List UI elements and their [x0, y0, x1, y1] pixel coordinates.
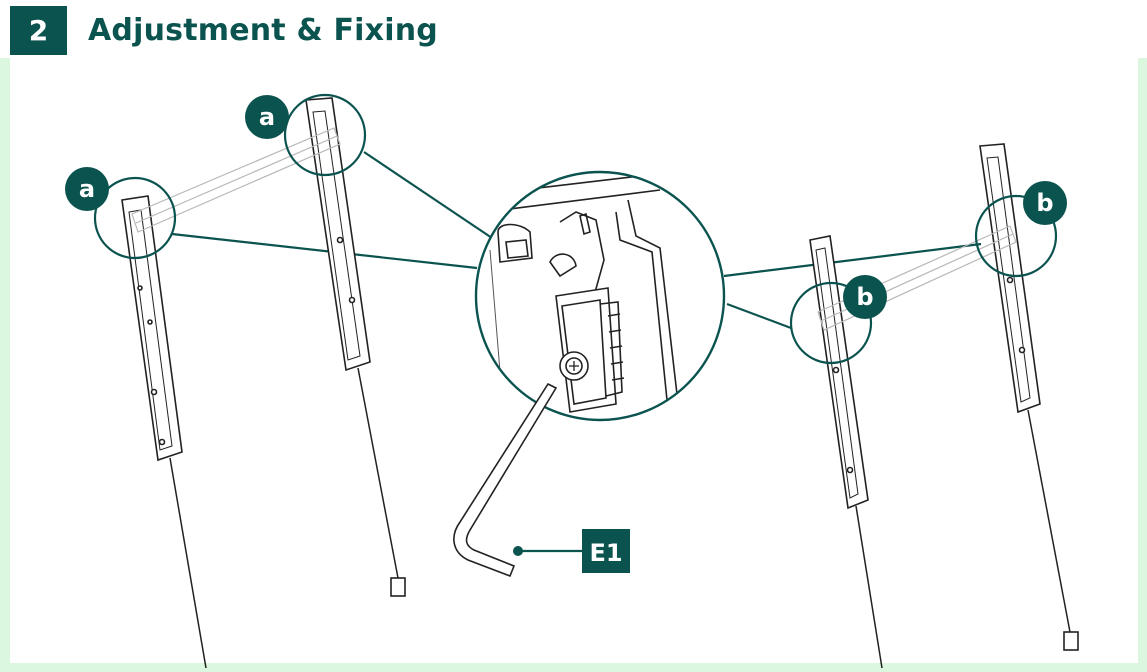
tool-leader [513, 546, 582, 556]
crossbar-right [817, 225, 1017, 331]
rail-left-front [121, 195, 207, 669]
step-header: 2 Adjustment & Fixing [0, 0, 1147, 58]
zoom-detail [474, 170, 726, 422]
callout-badge-b-back: b [1023, 181, 1067, 225]
callout-label-b: b [1036, 189, 1053, 217]
rail-right-back [979, 143, 1079, 651]
callout-badge-b-front: b [843, 275, 887, 319]
rail-right-front [809, 235, 883, 669]
rail-left-back [305, 97, 406, 597]
callout-label-a: a [259, 103, 275, 131]
crossbar-left [131, 127, 341, 233]
callout-badge-a-back: a [245, 95, 289, 139]
tool-label-box [582, 529, 630, 573]
callout-circles [93, 93, 1058, 365]
callout-label-a: a [79, 175, 95, 203]
callout-label-b: b [856, 283, 873, 311]
tool-label: E1 [589, 539, 622, 567]
allen-key-tool [453, 382, 558, 578]
callout-leader-lines [171, 151, 982, 330]
step-title: Adjustment & Fixing [88, 13, 438, 48]
step-number-badge: 2 [10, 6, 67, 55]
callout-badge-a-front: a [65, 167, 109, 211]
